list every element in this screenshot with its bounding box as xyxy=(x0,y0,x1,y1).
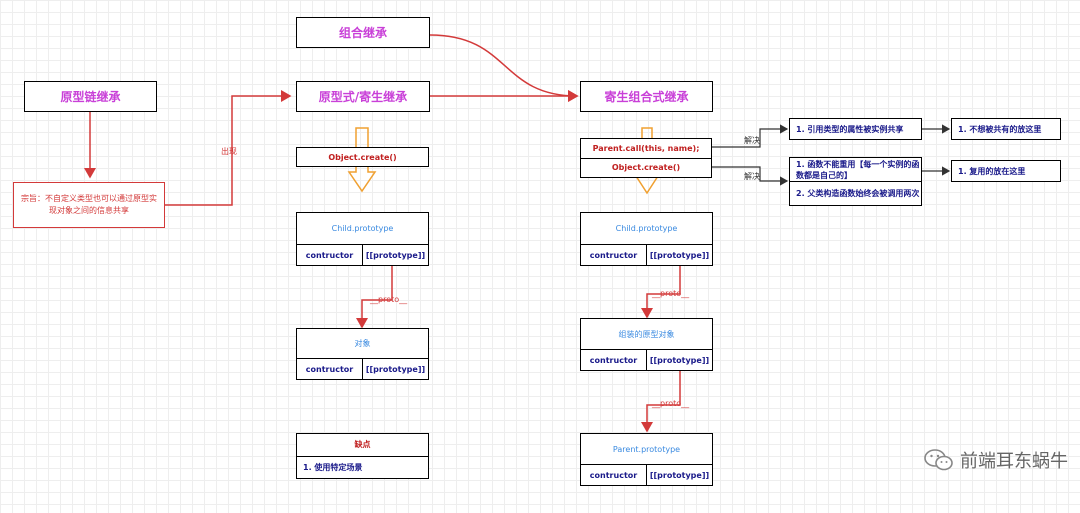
label-proto-right-2: __proto__ xyxy=(652,399,690,408)
label-proto-mid: __proto__ xyxy=(370,295,408,304)
defect-box: 缺点 1. 使用特定场景 xyxy=(296,433,429,479)
problem-2b: 2. 父类构造函数始终会被调用两次 xyxy=(790,181,921,205)
orange-arrow-mid xyxy=(347,127,377,193)
proto-box-constructor: contructor xyxy=(305,250,354,260)
problem-box-1: 1. 引用类型的属性被实例共享 xyxy=(789,118,922,140)
proto-box-title: Parent.prototype xyxy=(581,434,712,465)
proto-box-title: Child.prototype xyxy=(297,213,428,245)
label-resolve-1: 解决 xyxy=(744,136,760,145)
proto-box-prototype: [[prototype]] xyxy=(362,359,428,379)
proto-box-title: 组装的原型对象 xyxy=(581,319,712,350)
proto-box-prototype: [[prototype]] xyxy=(362,245,428,265)
proto-box-mid-object: 对象 contructor [[prototype]] xyxy=(296,328,429,380)
node-object-create-mid: Object.create() xyxy=(296,147,429,167)
watermark-text: 前端耳东蜗牛 xyxy=(960,451,1068,472)
node-prototype-chain: 原型链继承 xyxy=(24,81,157,112)
edge-right-proto-2 xyxy=(641,371,681,433)
proto-box-constructor: contructor xyxy=(589,250,638,260)
node-combination: 组合继承 xyxy=(296,17,430,48)
defect-title: 缺点 xyxy=(297,434,428,457)
edge-purpose-to-prototypal xyxy=(165,90,292,206)
edge-resolve-1 xyxy=(712,124,789,148)
problem-2a: 1. 函数不能重用【每一个实例的函数都是自己的】 xyxy=(796,159,920,180)
edge-mid-proto xyxy=(356,266,393,329)
proto-box-constructor: contructor xyxy=(589,470,638,480)
solution-box-2: 1. 复用的放在这里 xyxy=(951,160,1061,182)
proto-box-right-child: Child.prototype contructor [[prototype]] xyxy=(580,212,713,266)
proto-box-prototype: [[prototype]] xyxy=(646,350,712,370)
proto-box-title: Child.prototype xyxy=(581,213,712,245)
proto-box-mid-child: Child.prototype contructor [[prototype]] xyxy=(296,212,429,266)
proto-box-constructor: contructor xyxy=(589,355,638,365)
proto-box-prototype: [[prototype]] xyxy=(646,245,712,265)
proto-box-right-assembled: 组装的原型对象 contructor [[prototype]] xyxy=(580,318,713,371)
proto-box-prototype: [[prototype]] xyxy=(646,465,712,485)
edge-combination-to-parasitic xyxy=(429,34,579,102)
defect-item: 1. 使用特定场景 xyxy=(303,462,363,472)
solution-box-1: 1. 不想被共有的放这里 xyxy=(951,118,1061,140)
edge-right-proto-1 xyxy=(641,266,681,319)
label-proto-right-1: __proto__ xyxy=(652,289,690,298)
proto-box-right-parent: Parent.prototype contructor [[prototype]… xyxy=(580,433,713,486)
edge-resolve-2 xyxy=(712,166,789,186)
wechat-icon xyxy=(924,449,953,471)
proto-box-title: 对象 xyxy=(297,329,428,359)
label-appear: 出现 xyxy=(221,147,237,156)
label-resolve-2: 解决 xyxy=(744,172,760,181)
node-object-create-right: Object.create() xyxy=(581,157,711,178)
node-call-create-stack: Parent.call(this, name); Object.create() xyxy=(580,138,712,178)
node-prototypal-parasitic: 原型式/寄生继承 xyxy=(296,81,430,112)
node-purpose: 宗旨：不自定义类型也可以通过原型实现对象之间的信息共享 xyxy=(13,182,165,228)
node-parasitic-combination: 寄生组合式继承 xyxy=(580,81,713,112)
problem-box-2: 1. 函数不能重用【每一个实例的函数都是自己的】 2. 父类构造函数始终会被调用… xyxy=(789,157,922,206)
node-parent-call: Parent.call(this, name); xyxy=(592,143,700,153)
watermark: 前端耳东蜗牛 xyxy=(924,447,1068,473)
proto-box-constructor: contructor xyxy=(305,364,354,374)
